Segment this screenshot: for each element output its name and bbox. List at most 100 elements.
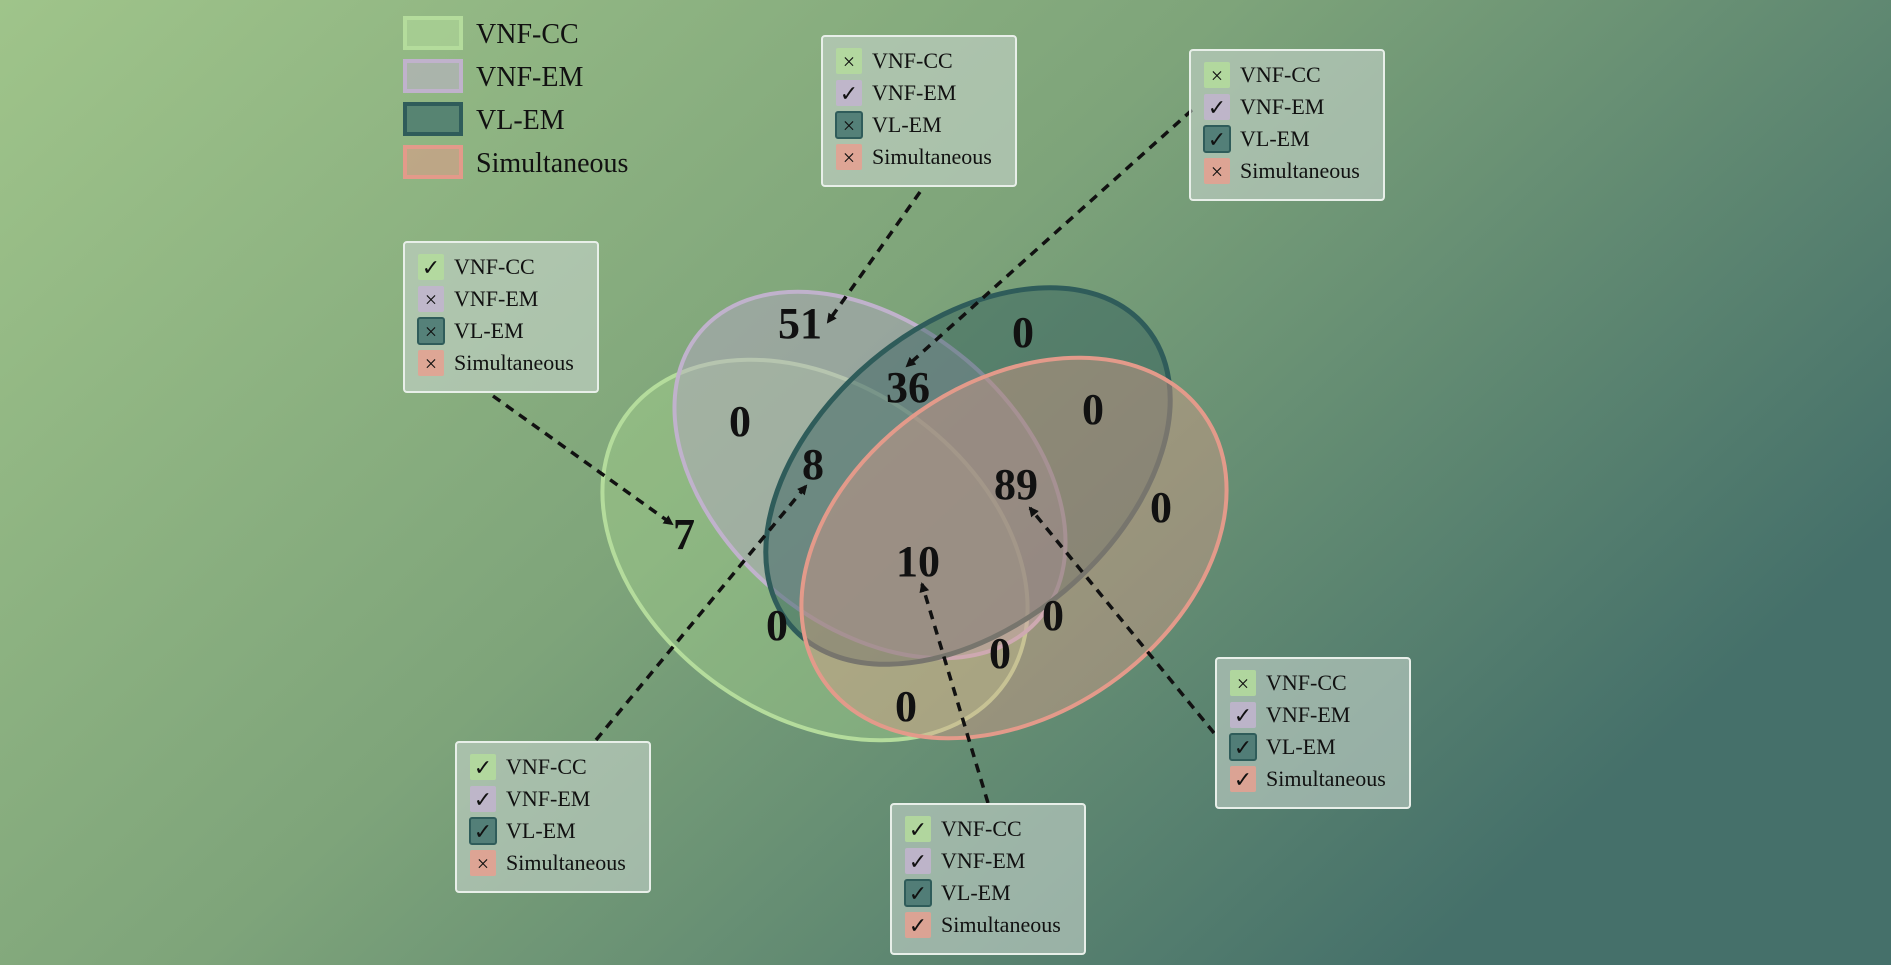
callout-swatch-simultaneous: [836, 144, 862, 170]
callout-swatch-vnf_cc: [1204, 62, 1230, 88]
callout-swatch-vnf_em: [836, 80, 862, 106]
callout-label: VNF-CC: [454, 254, 535, 279]
callout-swatch-simultaneous: [418, 350, 444, 376]
region-count-all-four: 10: [896, 537, 940, 586]
callout-swatch-simultaneous: [1204, 158, 1230, 184]
callout-swatch-vnf_cc: [836, 48, 862, 74]
region-count-cc-em: 0: [729, 397, 751, 446]
leader-bottom-center: [919, 582, 990, 804]
callout-box: [455, 741, 651, 893]
callout-swatch-simultaneous: [905, 912, 931, 938]
legend-label-vl-em: VL-EM: [476, 105, 565, 136]
callout-swatch-vl_em: [1203, 125, 1231, 153]
callout-label: VNF-CC: [506, 754, 587, 779]
cross-icon: ×: [1211, 63, 1223, 88]
check-icon: ✓: [474, 819, 492, 844]
callout-swatch-vnf_cc: [470, 754, 496, 780]
region-count-cc-em-vl: 8: [802, 440, 824, 489]
callout-label: Simultaneous: [454, 350, 574, 375]
callout-label: VL-EM: [872, 112, 942, 137]
callout-label: VNF-CC: [872, 48, 953, 73]
check-icon: ✓: [1234, 703, 1252, 728]
callout-label: VNF-EM: [1266, 702, 1350, 727]
region-count-vl-only: 0: [1012, 308, 1034, 357]
callout-swatch-vl_em: [835, 111, 863, 139]
check-icon: ✓: [1208, 127, 1226, 152]
callout-swatch-vnf_em: [418, 286, 444, 312]
callout-swatch-vnf_cc: [905, 816, 931, 842]
leader-top-center: [826, 190, 922, 324]
callout-top-right: × VNF-CC ✓ VNF-EM ✓ VL-EM × Simultaneous: [1189, 49, 1385, 201]
callout-swatch-vl_em: [1229, 733, 1257, 761]
region-count-cc-only: 7: [673, 510, 695, 559]
cross-icon: ×: [843, 145, 855, 170]
callout-left: ✓VNF-CC×VNF-EM×VL-EM×Simultaneous: [403, 241, 599, 393]
callout-swatch-vl_em: [417, 317, 445, 345]
region-count-sim-only: 0: [1150, 483, 1172, 532]
callout-swatch-vl_em: [469, 817, 497, 845]
legend-swatch-simultaneous: [403, 145, 463, 179]
cross-icon: ×: [477, 851, 489, 876]
check-icon: ✓: [422, 255, 440, 280]
callout-label: Simultaneous: [506, 850, 626, 875]
leader-left: [491, 394, 674, 526]
callout-top-center: ×VNF-CC✓VNF-EM×VL-EM×Simultaneous: [821, 35, 1017, 187]
region-count-cc-sim: 0: [895, 682, 917, 731]
callout-label: VNF-EM: [454, 286, 538, 311]
leader-lines: [491, 108, 1216, 804]
legend-swatch-vnf-cc: [403, 16, 463, 50]
leader-bottom-left: [594, 484, 808, 742]
check-icon: ✓: [1208, 95, 1226, 120]
region-count-cc-em-sim: 0: [989, 629, 1011, 678]
check-icon: ✓: [909, 849, 927, 874]
region-count-vl-sim: 0: [1082, 385, 1104, 434]
check-icon: ✓: [1234, 767, 1252, 792]
legend: VNF-CC VNF-EM VL-EM Simultaneous: [403, 16, 628, 179]
callout-boxes: × VNF-CC ✓ VNF-EM × VL-EM × Simultaneous × VNF-CC…: [403, 35, 1411, 955]
callout-box: [890, 803, 1086, 955]
region-count-em-vl: 36: [886, 363, 930, 412]
callout-swatch-vnf_em: [1204, 94, 1230, 120]
callout-label: Simultaneous: [941, 912, 1061, 937]
cross-icon: ×: [425, 351, 437, 376]
callout-label: Simultaneous: [872, 144, 992, 169]
cross-icon: ×: [425, 319, 437, 344]
callout-label: VNF-EM: [1240, 94, 1324, 119]
region-count-em-only: 51: [778, 299, 822, 348]
set-simultaneous: [799, 355, 1229, 741]
legend-label-simultaneous: Simultaneous: [476, 148, 628, 179]
check-icon: ✓: [909, 881, 927, 906]
callout-label: VNF-EM: [872, 80, 956, 105]
callout-swatch-simultaneous: [1230, 766, 1256, 792]
callout-swatch-vnf_em: [470, 786, 496, 812]
region-counts: 51 36 0 0 0 8 89 0 7 10 0 0 0 0: [673, 299, 1172, 731]
callout-label: VNF-CC: [1240, 62, 1321, 87]
callout-label: Simultaneous: [1240, 158, 1360, 183]
region-count-cc-vl: 0: [766, 601, 788, 650]
callout-label: VNF-CC: [1266, 670, 1347, 695]
check-icon: ✓: [909, 817, 927, 842]
callout-bottom-center: ✓ VNF-CC ✓ VNF-EM ✓ VL-EM ✓ Simultaneous: [890, 803, 1086, 955]
callout-swatch-simultaneous: [470, 850, 496, 876]
callout-swatch-vnf_em: [1230, 702, 1256, 728]
callout-bottom-left: ✓VNF-CC✓VNF-EM✓VL-EM×Simultaneous: [455, 741, 651, 893]
cross-icon: ×: [1237, 671, 1249, 696]
callout-label: VL-EM: [1240, 126, 1310, 151]
venn-sets: [600, 285, 1229, 743]
callout-label: VNF-EM: [941, 848, 1025, 873]
check-icon: ✓: [909, 913, 927, 938]
leader-bottom-right: [1028, 506, 1216, 735]
callout-box: [1189, 49, 1385, 201]
set-vl-em: [763, 285, 1173, 667]
callout-label: VL-EM: [941, 880, 1011, 905]
check-icon: ✓: [840, 81, 858, 106]
callout-swatch-vl_em: [904, 879, 932, 907]
cross-icon: ×: [1211, 159, 1223, 184]
callout-box: [1215, 657, 1411, 809]
cross-icon: ×: [425, 287, 437, 312]
callout-label: VNF-CC: [941, 816, 1022, 841]
check-icon: ✓: [474, 787, 492, 812]
check-icon: ✓: [474, 755, 492, 780]
